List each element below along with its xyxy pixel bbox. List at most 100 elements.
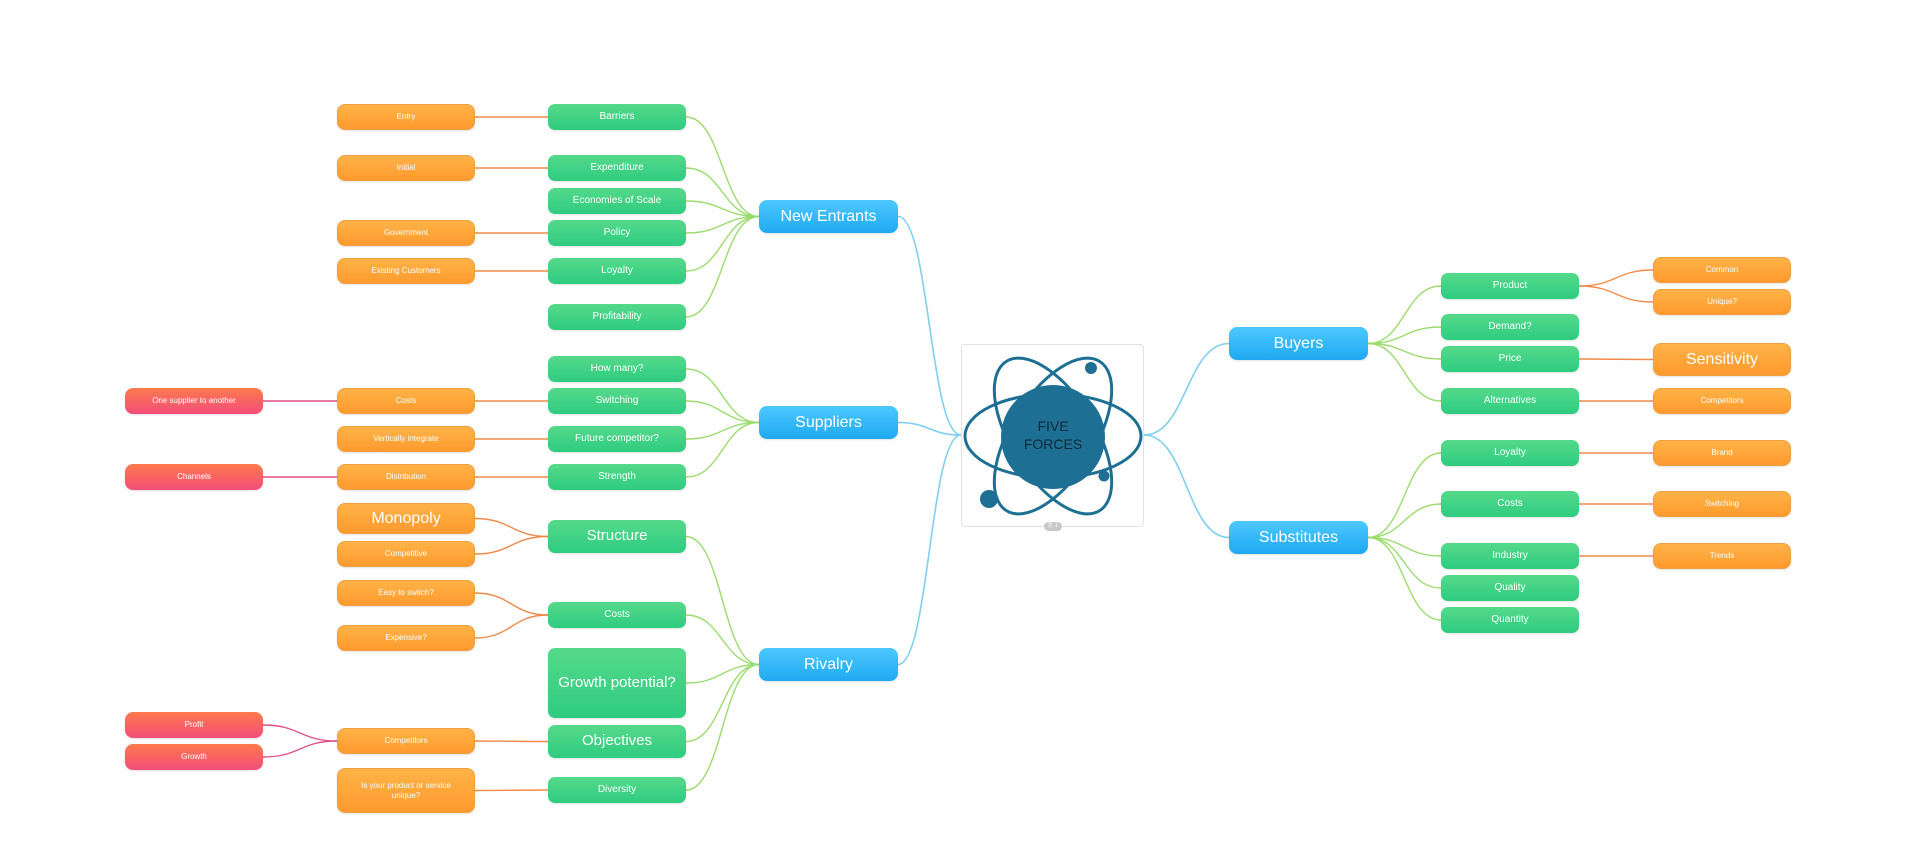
topic-existing-customers[interactable]: Existing Customers xyxy=(337,258,475,284)
connector-branch xyxy=(1367,285,1442,345)
connector-leaf xyxy=(474,789,549,792)
topic-competitors-rivalry[interactable]: Competitors xyxy=(337,728,475,754)
connector-branch xyxy=(685,200,760,218)
connector-branch xyxy=(685,215,760,318)
topic-demand[interactable]: Demand? xyxy=(1441,314,1579,340)
topic-switching-substitutes[interactable]: Switching xyxy=(1653,491,1791,517)
connector-branch xyxy=(685,215,760,272)
topic-label: One supplier to another xyxy=(152,396,236,405)
topic-label: New Entrants xyxy=(780,207,877,225)
topic-how-many[interactable]: How many? xyxy=(548,356,686,382)
topic-label: Rivalry xyxy=(804,655,853,673)
topic-profitability[interactable]: Profitability xyxy=(548,304,686,330)
topic-initial[interactable]: Initial xyxy=(337,155,475,181)
topic-common[interactable]: Common xyxy=(1653,257,1791,283)
topic-unique[interactable]: Unique? xyxy=(1653,289,1791,315)
central-title-line-1: FIVE xyxy=(1037,418,1069,434)
topic-economies-of-scale[interactable]: Economies of Scale xyxy=(548,188,686,214)
topic-product[interactable]: Product xyxy=(1441,273,1579,299)
topic-rivalry[interactable]: Rivalry xyxy=(759,648,898,681)
topic-structure[interactable]: Structure xyxy=(548,520,686,553)
topic-government[interactable]: Government xyxy=(337,220,475,246)
topic-price[interactable]: Price xyxy=(1441,346,1579,372)
topic-new-entrants[interactable]: New Entrants xyxy=(759,200,898,233)
topic-costs-suppliers[interactable]: Costs xyxy=(337,388,475,414)
topic-entry[interactable]: Entry xyxy=(337,104,475,130)
topic-costs-rivalry[interactable]: Costs xyxy=(548,602,686,628)
topic-alternatives[interactable]: Alternatives xyxy=(1441,388,1579,414)
topic-monopoly[interactable]: Monopoly xyxy=(337,503,475,534)
topic-future-competitor[interactable]: Future competitor? xyxy=(548,426,686,452)
topic-sensitivity[interactable]: Sensitivity xyxy=(1653,343,1791,376)
topic-suppliers[interactable]: Suppliers xyxy=(759,406,898,439)
connector-leaf xyxy=(474,592,549,616)
topic-label: How many? xyxy=(590,362,644,374)
topic-label: Expensive? xyxy=(385,633,427,642)
connector-branch xyxy=(1367,342,1442,402)
topic-expensive[interactable]: Expensive? xyxy=(337,625,475,651)
connector-leaf xyxy=(1578,358,1654,361)
topic-quality[interactable]: Quality xyxy=(1441,575,1579,601)
topic-label: Industry xyxy=(1492,549,1528,561)
topic-label: Sensitivity xyxy=(1685,350,1759,368)
connector-main xyxy=(897,421,962,436)
topic-barriers[interactable]: Barriers xyxy=(548,104,686,130)
connector-subleaf xyxy=(262,740,338,758)
topic-competitors-buyers[interactable]: Competitors xyxy=(1653,388,1791,414)
topic-substitutes[interactable]: Substitutes xyxy=(1229,521,1368,554)
topic-objectives[interactable]: Objectives xyxy=(548,725,686,758)
topic-one-supplier-to-another[interactable]: One supplier to another xyxy=(125,388,263,414)
connector-branch xyxy=(1367,503,1442,539)
central-topic-five-forces[interactable]: FIVE FORCES xyxy=(961,344,1144,527)
connector-branch xyxy=(685,400,760,424)
topic-label: Economies of Scale xyxy=(572,194,662,206)
topic-growth[interactable]: Growth xyxy=(125,744,263,770)
connector-branch xyxy=(1367,326,1442,345)
connector-subleaf xyxy=(262,724,338,742)
connector-branch xyxy=(1367,536,1442,589)
connector-branch xyxy=(685,663,760,684)
topic-label: Quantity xyxy=(1491,613,1529,625)
topic-label: Barriers xyxy=(599,110,635,122)
topic-label: Competitors xyxy=(1700,396,1744,405)
attachment-badge[interactable]: ⎘ 1 xyxy=(1044,522,1062,531)
topic-label: Growth xyxy=(181,752,207,761)
topic-vertically-integrate[interactable]: Vertically integrate xyxy=(337,426,475,452)
topic-distribution[interactable]: Distribution xyxy=(337,464,475,490)
topic-diversity[interactable]: Diversity xyxy=(548,777,686,803)
topic-product-unique[interactable]: Is your product or service unique? xyxy=(337,768,475,813)
topic-label: Switching xyxy=(595,394,639,406)
connector-branch xyxy=(685,215,760,234)
topic-brand[interactable]: Brand xyxy=(1653,440,1791,466)
topic-profit[interactable]: Profit xyxy=(125,712,263,738)
connector-main xyxy=(1143,342,1230,436)
topic-switching-suppliers[interactable]: Switching xyxy=(548,388,686,414)
topic-label: Suppliers xyxy=(795,413,862,431)
topic-growth-potential[interactable]: Growth potential? xyxy=(548,648,686,718)
topic-policy[interactable]: Policy xyxy=(548,220,686,246)
topic-expenditure[interactable]: Expenditure xyxy=(548,155,686,181)
topic-label: Future competitor? xyxy=(575,432,659,444)
topic-quantity[interactable]: Quantity xyxy=(1441,607,1579,633)
topic-label: Substitutes xyxy=(1258,528,1339,546)
topic-buyers[interactable]: Buyers xyxy=(1229,327,1368,360)
topic-easy-to-switch[interactable]: Easy to switch? xyxy=(337,580,475,606)
topic-competitive[interactable]: Competitive xyxy=(337,541,475,567)
topic-label: Is your product or service unique? xyxy=(361,780,451,800)
topic-loyalty-substitutes[interactable]: Loyalty xyxy=(1441,440,1579,466)
topic-trends[interactable]: Trends xyxy=(1653,543,1791,569)
topic-label: Unique? xyxy=(1707,297,1737,306)
connector-leaf xyxy=(1578,269,1654,287)
topic-label: Loyalty xyxy=(601,264,633,276)
topic-costs-substitutes[interactable]: Costs xyxy=(1441,491,1579,517)
topic-industry[interactable]: Industry xyxy=(1441,543,1579,569)
topic-strength[interactable]: Strength xyxy=(548,464,686,490)
connector-leaf xyxy=(474,614,549,639)
topic-label: Buyers xyxy=(1273,334,1324,352)
topic-label: Brand xyxy=(1711,448,1733,457)
topic-label: Competitive xyxy=(384,549,428,558)
connector-leaf xyxy=(474,517,549,538)
central-title-line-2: FORCES xyxy=(1023,436,1083,452)
topic-loyalty-entrants[interactable]: Loyalty xyxy=(548,258,686,284)
topic-channels[interactable]: Channels xyxy=(125,464,263,490)
